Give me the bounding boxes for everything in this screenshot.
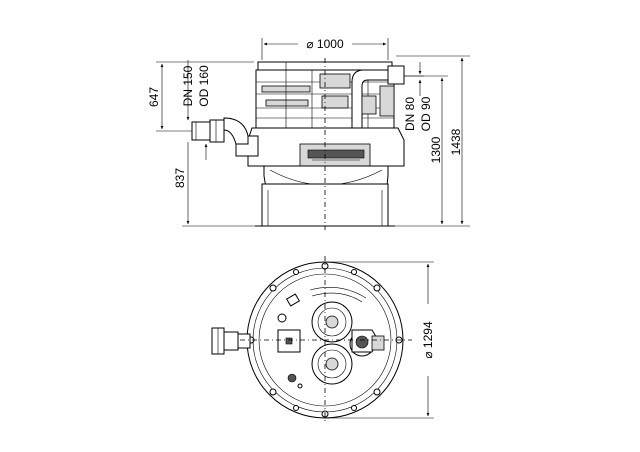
height-total-dimension: 1438 (396, 55, 470, 227)
outlet-size-annotation: DN 80 OD 90 (403, 62, 433, 131)
plan-discharge (349, 329, 385, 357)
plan-inlet-pipe (211, 327, 251, 355)
inlet-dn-label: DN 150 (181, 65, 195, 106)
height-inlet-label: 647 (147, 87, 161, 107)
plan-pump-lower (311, 343, 353, 385)
height-base-dimension: 837 (173, 142, 260, 227)
inlet-size-annotation: DN 150 OD 160 (181, 60, 211, 160)
top-diameter-label: ⌀ 1000 (306, 37, 344, 51)
height-outlet-label: 1300 (429, 136, 443, 163)
inlet-pipe (191, 117, 249, 145)
top-diameter-dimension: ⌀ 1000 (261, 37, 389, 60)
height-inlet-dimension: 647 (147, 61, 254, 132)
height-outlet-dimension: 1300 (395, 75, 448, 227)
outlet-od-label: OD 90 (419, 96, 433, 131)
height-total-label: 1438 (449, 128, 463, 155)
height-base-label: 837 (173, 168, 187, 188)
discharge-pipe (351, 65, 405, 141)
plan-diameter-dimension: ⌀ 1294 (325, 261, 435, 419)
shaft-lower-body (235, 127, 405, 227)
inlet-od-label: OD 160 (197, 65, 211, 107)
plan-pump-upper (311, 301, 353, 343)
plan-diameter-label: ⌀ 1294 (421, 321, 435, 359)
side-elevation-view: ⌀ 1000 (147, 37, 470, 230)
outlet-dn-label: DN 80 (403, 97, 417, 131)
plan-view: ⌀ 1294 (211, 256, 435, 424)
